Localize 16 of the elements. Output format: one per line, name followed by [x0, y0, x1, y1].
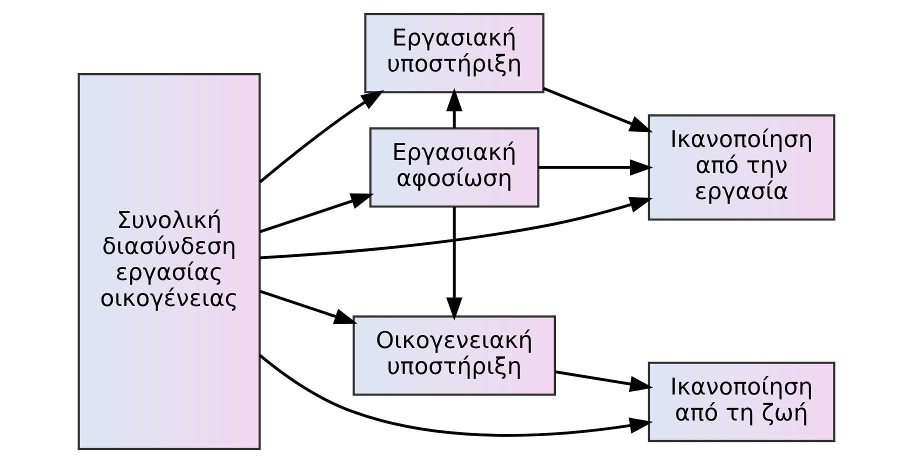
arrow: [554, 370, 653, 392]
node-box: Συνολική διασύνδεση εργασίας οικογένειας: [77, 73, 260, 450]
arrow: [259, 196, 652, 260]
arrow: [542, 87, 652, 132]
node-box: Ικανοποίηση από την εργασία: [647, 114, 835, 221]
arrow: [538, 159, 653, 176]
node-box: Ικανοποίηση από τη ζωή: [647, 362, 835, 442]
arrow: [259, 193, 374, 234]
node-box: Οικογενειακή υποστήριξη: [352, 315, 556, 396]
arrow: [258, 90, 384, 184]
arrow: [446, 88, 462, 128]
arrow: [258, 354, 652, 437]
node-box: Εργασιακή υποστήριξη: [364, 12, 544, 94]
arrow: [259, 290, 358, 324]
arrow: [446, 206, 462, 321]
node-box: Εργασιακή αφοσίωση: [368, 127, 539, 208]
